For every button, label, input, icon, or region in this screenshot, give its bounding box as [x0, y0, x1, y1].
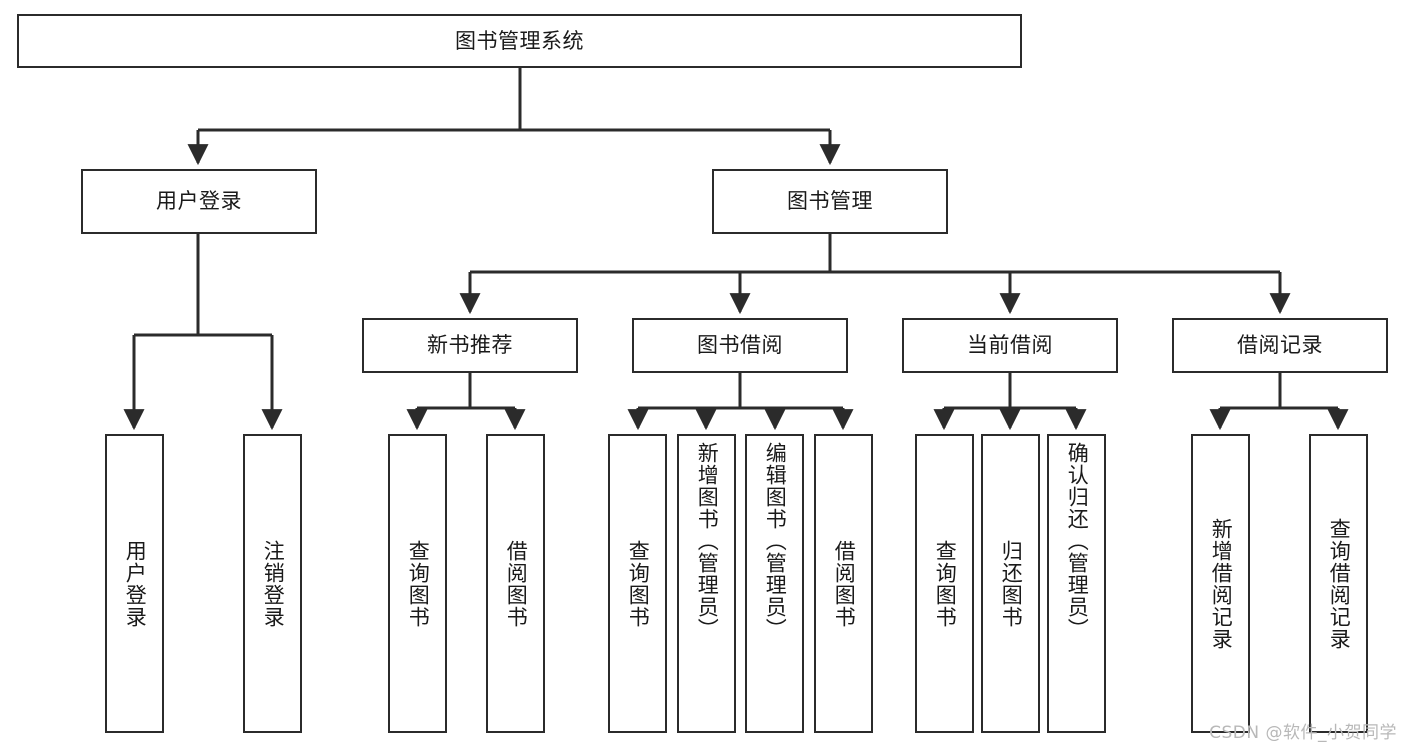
- leaf-current-borrow-1[interactable]: 归还图书: [981, 434, 1040, 733]
- leaf-user-login-1-label: 注销登录: [261, 539, 286, 628]
- leaf-user-login-0-label: 用户登录: [123, 539, 148, 628]
- leaf-book-borrow-1-label: 新增图书（管理员）: [695, 442, 720, 640]
- node-root-system[interactable]: 图书管理系统: [17, 14, 1022, 68]
- leaf-borrow-record-1[interactable]: 查询借阅记录: [1309, 434, 1368, 733]
- leaf-new-book-0[interactable]: 查询图书: [388, 434, 447, 733]
- leaf-book-borrow-2-label: 编辑图书（管理员）: [763, 442, 788, 640]
- node-user-login[interactable]: 用户登录: [81, 169, 317, 234]
- leaf-new-book-0-label: 查询图书: [406, 539, 431, 628]
- leaf-current-borrow-1-label: 归还图书: [999, 539, 1024, 628]
- node-new-book-recommend[interactable]: 新书推荐: [362, 318, 578, 373]
- node-book-manage[interactable]: 图书管理: [712, 169, 948, 234]
- node-book-borrow-label: 图书借阅: [697, 333, 783, 358]
- node-current-borrow-label: 当前借阅: [967, 333, 1053, 358]
- csdn-watermark: CSDN @软件_小贺同学: [1209, 723, 1397, 743]
- leaf-book-borrow-1[interactable]: 新增图书（管理员）: [677, 434, 736, 733]
- leaf-new-book-1[interactable]: 借阅图书: [486, 434, 545, 733]
- leaf-book-borrow-0-label: 查询图书: [626, 539, 651, 628]
- node-new-book-recommend-label: 新书推荐: [427, 333, 513, 358]
- leaf-book-borrow-3[interactable]: 借阅图书: [814, 434, 873, 733]
- leaf-borrow-record-0-label: 新增借阅记录: [1209, 517, 1234, 650]
- node-book-manage-label: 图书管理: [787, 189, 873, 214]
- leaf-user-login-1[interactable]: 注销登录: [243, 434, 302, 733]
- leaf-book-borrow-3-label: 借阅图书: [832, 539, 857, 628]
- node-borrow-record-label: 借阅记录: [1237, 333, 1323, 358]
- node-user-login-label: 用户登录: [156, 189, 242, 214]
- node-borrow-record[interactable]: 借阅记录: [1172, 318, 1388, 373]
- leaf-borrow-record-1-label: 查询借阅记录: [1327, 517, 1352, 650]
- leaf-current-borrow-0[interactable]: 查询图书: [915, 434, 974, 733]
- leaf-user-login-0[interactable]: 用户登录: [105, 434, 164, 733]
- leaf-current-borrow-2-label: 确认归还（管理员）: [1065, 442, 1090, 640]
- leaf-current-borrow-0-label: 查询图书: [933, 539, 958, 628]
- leaf-book-borrow-2[interactable]: 编辑图书（管理员）: [745, 434, 804, 733]
- node-current-borrow[interactable]: 当前借阅: [902, 318, 1118, 373]
- node-book-borrow[interactable]: 图书借阅: [632, 318, 848, 373]
- leaf-borrow-record-0[interactable]: 新增借阅记录: [1191, 434, 1250, 733]
- leaf-book-borrow-0[interactable]: 查询图书: [608, 434, 667, 733]
- leaf-current-borrow-2[interactable]: 确认归还（管理员）: [1047, 434, 1106, 733]
- node-root-system-label: 图书管理系统: [455, 28, 584, 53]
- leaf-new-book-1-label: 借阅图书: [504, 539, 529, 628]
